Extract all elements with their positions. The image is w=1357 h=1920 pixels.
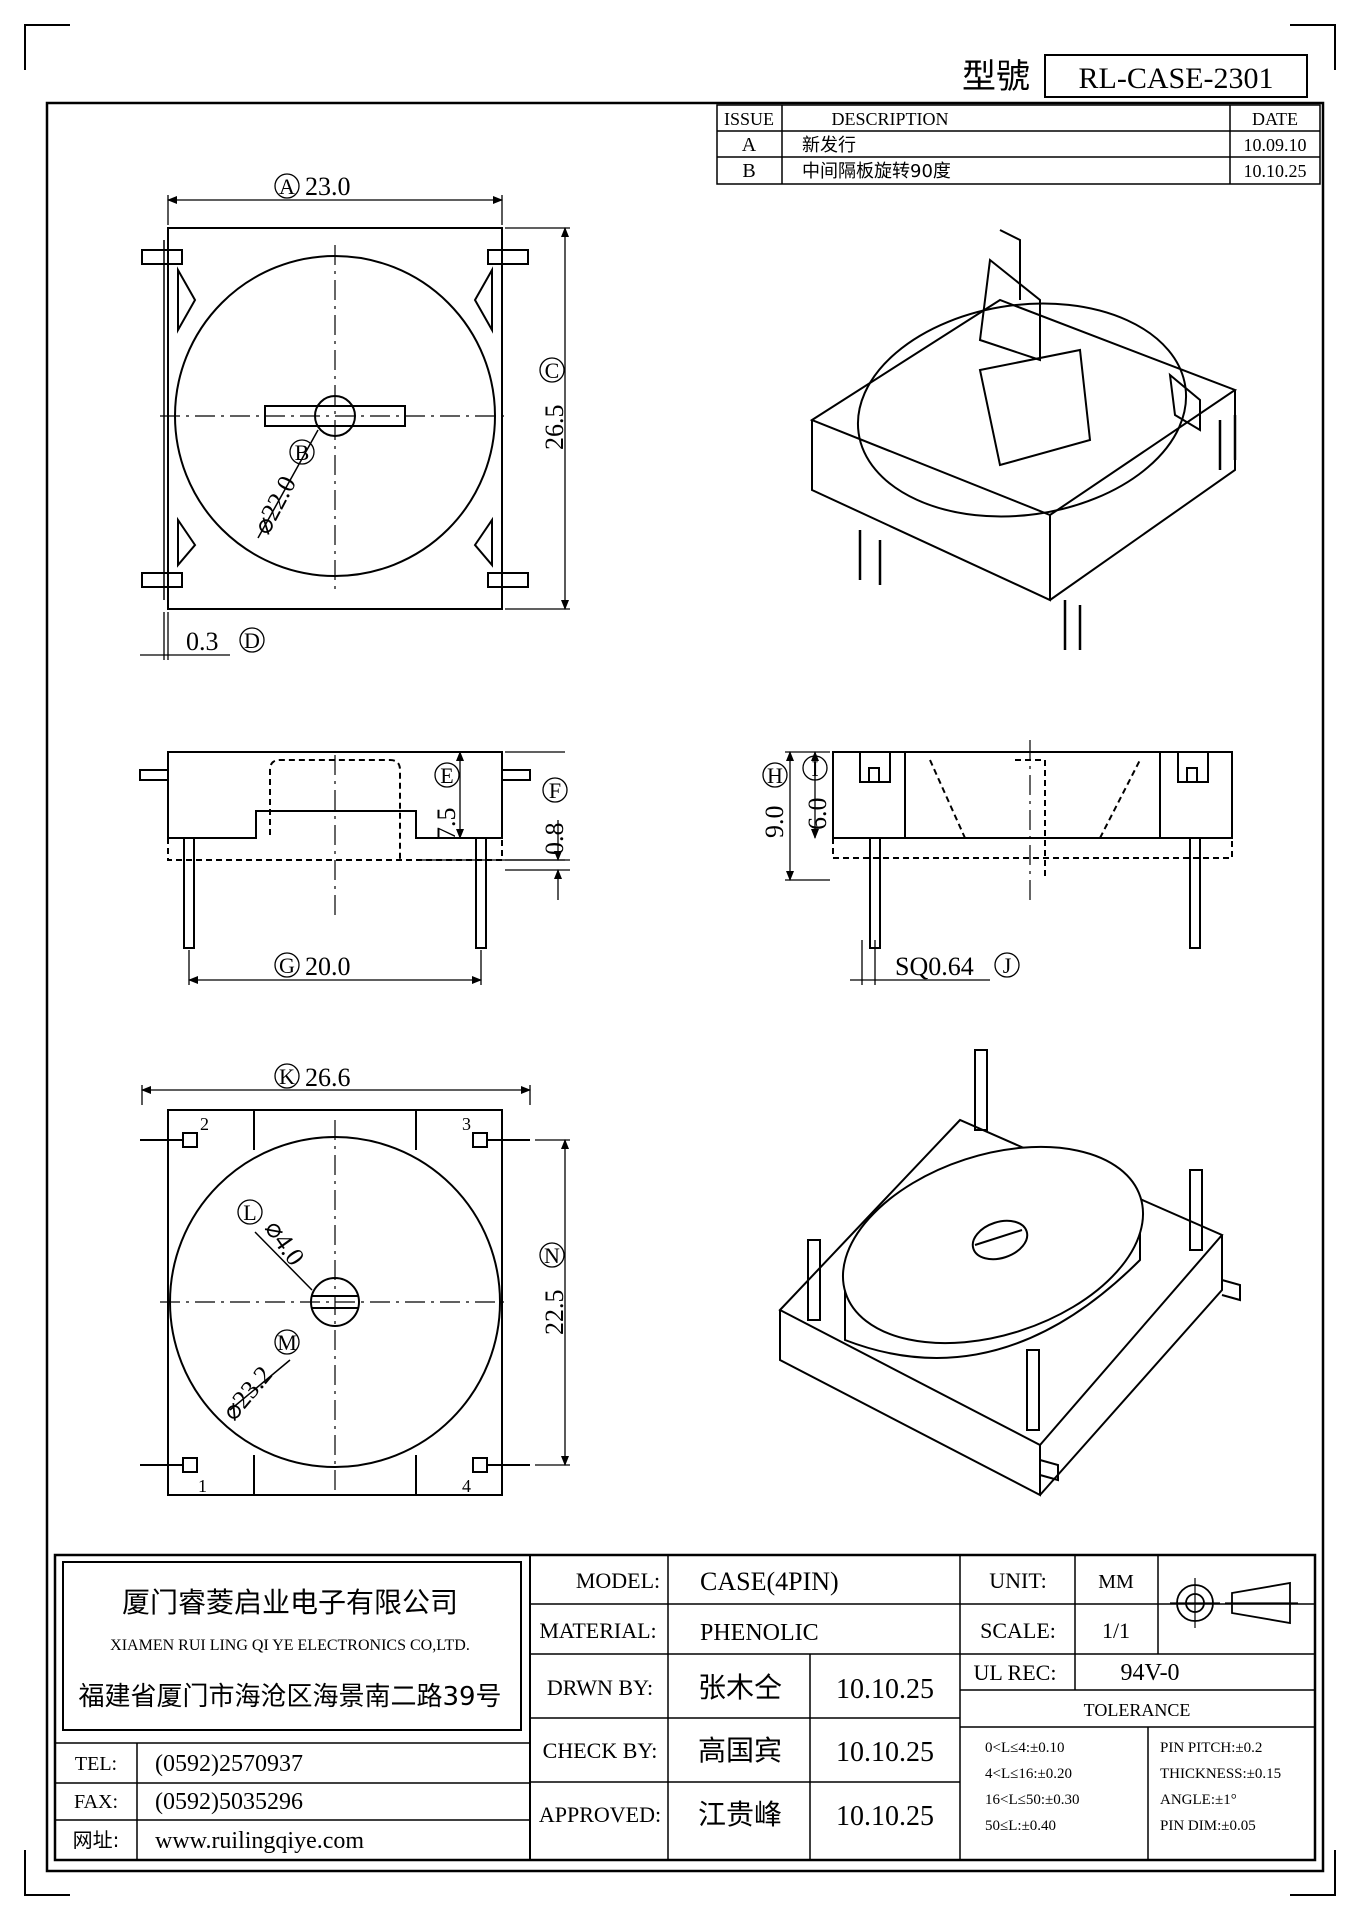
dim-f-letter: F [549, 778, 561, 803]
material-label: MATERIAL: [539, 1618, 656, 1643]
title-block [53, 1553, 1317, 1862]
ul-label: UL REC: [974, 1660, 1057, 1685]
fax-value: (0592)5035296 [155, 1789, 303, 1815]
projection-symbol-icon [1170, 1578, 1298, 1628]
material-value: PHENOLIC [700, 1620, 819, 1646]
check-name: 高国宾 [698, 1734, 782, 1767]
web-label: 网址: [73, 1828, 120, 1852]
revision-header-issue: ISSUE [724, 109, 774, 129]
side-view [832, 740, 1233, 949]
dim-d-value: 0.3 [186, 627, 219, 656]
dim-n-letter: N [544, 1243, 560, 1268]
unit-value: MM [1098, 1571, 1134, 1593]
ul-value: 94V-0 [1120, 1660, 1179, 1686]
unit-label: UNIT: [989, 1568, 1047, 1593]
dim-c-value: 26.5 [540, 405, 569, 451]
approved-label: APPROVED: [539, 1802, 661, 1827]
fax-label: FAX: [74, 1791, 118, 1813]
scale-label: SCALE: [980, 1618, 1056, 1643]
dim-g-value: 20.0 [305, 952, 351, 981]
dim-l-value: ⌀4.0 [259, 1215, 310, 1271]
drawn-date: 10.10.25 [836, 1674, 934, 1705]
dim-h-value: 9.0 [760, 806, 789, 839]
approved-name: 江贵峰 [698, 1798, 782, 1831]
revision-a-description: 新发行 [802, 135, 856, 156]
dim-a-letter: A [279, 174, 295, 199]
dim-j-letter: J [1003, 953, 1012, 978]
revision-table [716, 104, 1321, 185]
dim-f-value: 0.8 [540, 823, 569, 856]
drawn-label: DRWN BY: [547, 1675, 653, 1700]
approved-date: 10.10.25 [836, 1801, 934, 1832]
revision-header-date: DATE [1252, 109, 1298, 129]
dim-g-letter: G [279, 953, 295, 978]
revision-b-description: 中间隔板旋转90度 [802, 161, 951, 182]
dim-n-value: 22.5 [540, 1290, 569, 1336]
dim-e-letter: E [440, 763, 453, 788]
pin-number-2: 2 [200, 1114, 209, 1134]
company-name-en: XIAMEN RUI LING QI YE ELECTRONICS CO,LTD… [110, 1637, 470, 1654]
scale-value: 1/1 [1102, 1618, 1130, 1643]
drawing-frame [45, 101, 1325, 1873]
dim-b-letter: B [295, 440, 310, 465]
dimension-lines-bottom [141, 1085, 570, 1466]
tolerance-left-3: 16<L≤50:±0.30 [985, 1792, 1080, 1808]
dim-b-value: ⌀22.0 [248, 471, 302, 539]
model-label: MODEL: [576, 1568, 660, 1593]
dim-l-letter: L [243, 1200, 256, 1225]
tolerance-right-1: PIN PITCH:±0.2 [1160, 1740, 1262, 1756]
revision-header-description: DESCRIPTION [831, 109, 948, 129]
dim-i-value: 6.0 [803, 798, 832, 831]
top-view [141, 227, 529, 610]
crop-marks [24, 24, 1336, 1896]
dim-d-letter: D [244, 628, 260, 653]
isometric-view-top [809, 229, 1238, 650]
revision-b-issue: B [742, 160, 755, 182]
model-number: RL-CASE-2301 [1079, 62, 1274, 95]
revision-b-date: 10.10.25 [1244, 161, 1307, 181]
dim-a-value: 23.0 [305, 172, 351, 201]
tolerance-right-3: ANGLE:±1° [1160, 1792, 1237, 1808]
revision-a-issue: A [742, 134, 757, 156]
dimension-lines-top [140, 195, 570, 660]
front-view [139, 751, 531, 949]
pin-number-1: 1 [198, 1476, 207, 1496]
dim-i-letter: I [811, 756, 818, 781]
model-header: 型號 RL-CASE-2301 [962, 54, 1308, 98]
tolerance-title: TOLERANCE [1084, 1700, 1191, 1720]
model-header-label: 型號 [962, 57, 1030, 97]
tolerance-right-4: PIN DIM:±0.05 [1160, 1818, 1256, 1834]
tel-label: TEL: [75, 1753, 117, 1775]
dim-h-letter: H [767, 763, 783, 788]
company-address: 福建省厦门市海沧区海景南二路39号 [78, 1682, 501, 1712]
dim-m-value: ⌀23.2 [216, 1360, 278, 1425]
company-name-cn: 厦门睿菱启业电子有限公司 [122, 1586, 458, 1619]
web-value: www.ruilingqiye.com [155, 1828, 364, 1854]
bottom-view [140, 1109, 530, 1496]
dim-c-letter: C [545, 358, 560, 383]
model-value: CASE(4PIN) [700, 1567, 839, 1596]
dimension-lines-front [188, 751, 570, 985]
tel-value: (0592)2570937 [155, 1751, 303, 1777]
dim-k-value: 26.6 [305, 1063, 351, 1092]
tolerance-right-2: THICKNESS:±0.15 [1160, 1766, 1281, 1782]
dim-k-letter: K [279, 1064, 295, 1089]
dimension-lines-side [785, 751, 990, 985]
tolerance-left-1: 0<L≤4:±0.10 [985, 1740, 1065, 1756]
tolerance-left-2: 4<L≤16:±0.20 [985, 1766, 1072, 1782]
pin-number-4: 4 [462, 1476, 471, 1496]
dim-m-letter: M [277, 1330, 297, 1355]
tolerance-left-4: 50≤L:±0.40 [985, 1818, 1056, 1834]
drawn-name: 张木仝 [698, 1671, 782, 1704]
isometric-view-bottom [778, 1049, 1241, 1497]
revision-a-date: 10.09.10 [1244, 135, 1307, 155]
check-date: 10.10.25 [836, 1737, 934, 1768]
check-label: CHECK BY: [543, 1738, 658, 1763]
dim-e-value: 7.5 [432, 808, 461, 841]
dim-j-value: SQ0.64 [895, 952, 974, 981]
pin-number-3: 3 [462, 1114, 471, 1134]
